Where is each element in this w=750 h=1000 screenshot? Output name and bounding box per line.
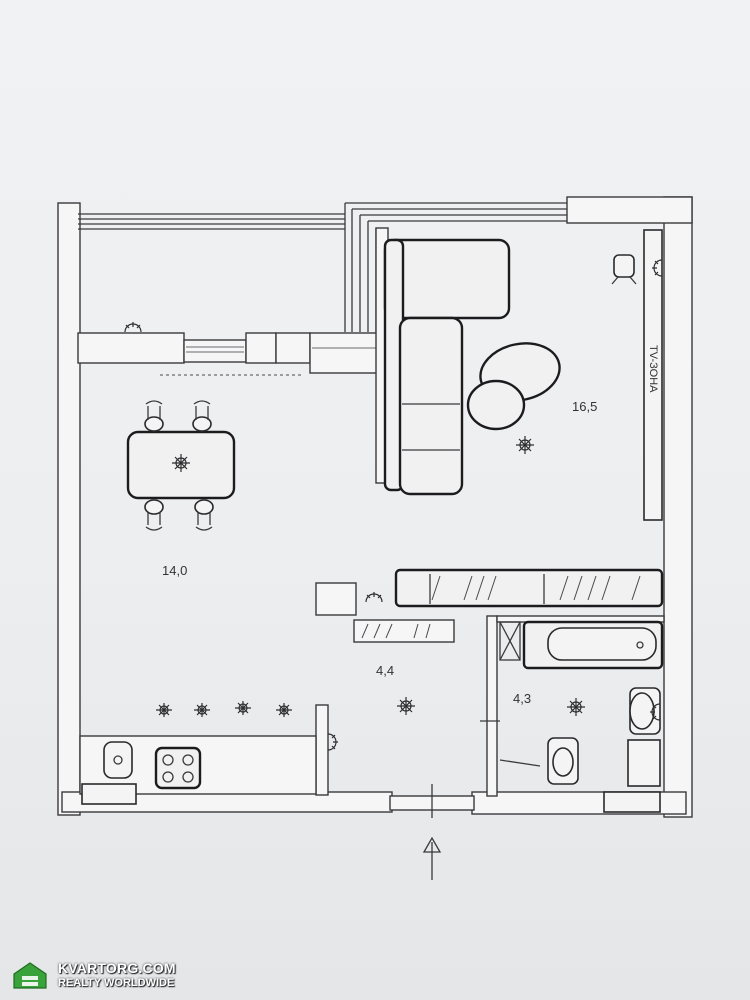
toilet — [629, 687, 661, 735]
left-wall — [57, 202, 81, 816]
area-label-kitchen-dining: 14,0 — [162, 563, 187, 578]
hall-wall-segment — [315, 582, 455, 643]
area-label-bathroom: 4,3 — [513, 691, 531, 706]
area-label-hallway: 4,4 — [376, 663, 394, 678]
internal-wall-top — [77, 227, 389, 484]
lamp-icon — [516, 436, 534, 454]
coffee-tables — [466, 342, 561, 431]
wall-lamp-icon — [652, 259, 663, 277]
house-logo-icon — [13, 962, 47, 989]
lamp-icon — [397, 697, 415, 715]
lamp-icon — [172, 454, 190, 472]
bathroom-door — [480, 720, 541, 767]
area-label-living: 16,5 — [572, 399, 597, 414]
radiator-right — [603, 791, 661, 813]
tv-unit: TV-ЗОНА — [643, 229, 663, 521]
wall-lamp-icon — [650, 703, 661, 721]
armchair — [611, 254, 637, 285]
sofa — [383, 238, 511, 496]
entrance-door — [389, 784, 475, 818]
stove — [154, 746, 202, 790]
window-top-left — [78, 213, 345, 230]
chair-top-left — [144, 400, 164, 432]
lamp-icon — [235, 701, 251, 715]
washing-machine — [627, 739, 661, 787]
bathtub — [522, 620, 664, 670]
watermark-name: KVARTORG.COM — [58, 960, 176, 976]
wall-lamp-icon — [365, 592, 383, 603]
watermark-tagline: REALTY WORLDWIDE — [58, 977, 175, 989]
lamp-icon — [276, 703, 292, 717]
arrow-up-icon — [422, 836, 442, 880]
wardrobe — [394, 568, 664, 608]
sink — [103, 741, 133, 779]
wall-lamp-icon — [124, 322, 142, 333]
bathroom-walls — [486, 615, 665, 797]
lamp-icon — [567, 698, 585, 716]
tv-zone-label: TV-ЗОНА — [647, 345, 659, 393]
wall-lamp-icon — [327, 733, 338, 751]
watermark: KVARTORG.COM REALTY WORLDWIDE — [10, 958, 200, 994]
right-wall — [663, 196, 693, 818]
lamp-icon — [194, 703, 210, 717]
lamps — [124, 259, 663, 751]
radiator-left — [81, 783, 137, 805]
lamp-icon — [156, 703, 172, 717]
washbasin — [547, 737, 579, 785]
chair-top-right — [192, 400, 212, 432]
top-wall-right — [566, 196, 693, 224]
chair-bottom-left — [144, 499, 164, 531]
chair-bottom-right — [194, 499, 214, 531]
